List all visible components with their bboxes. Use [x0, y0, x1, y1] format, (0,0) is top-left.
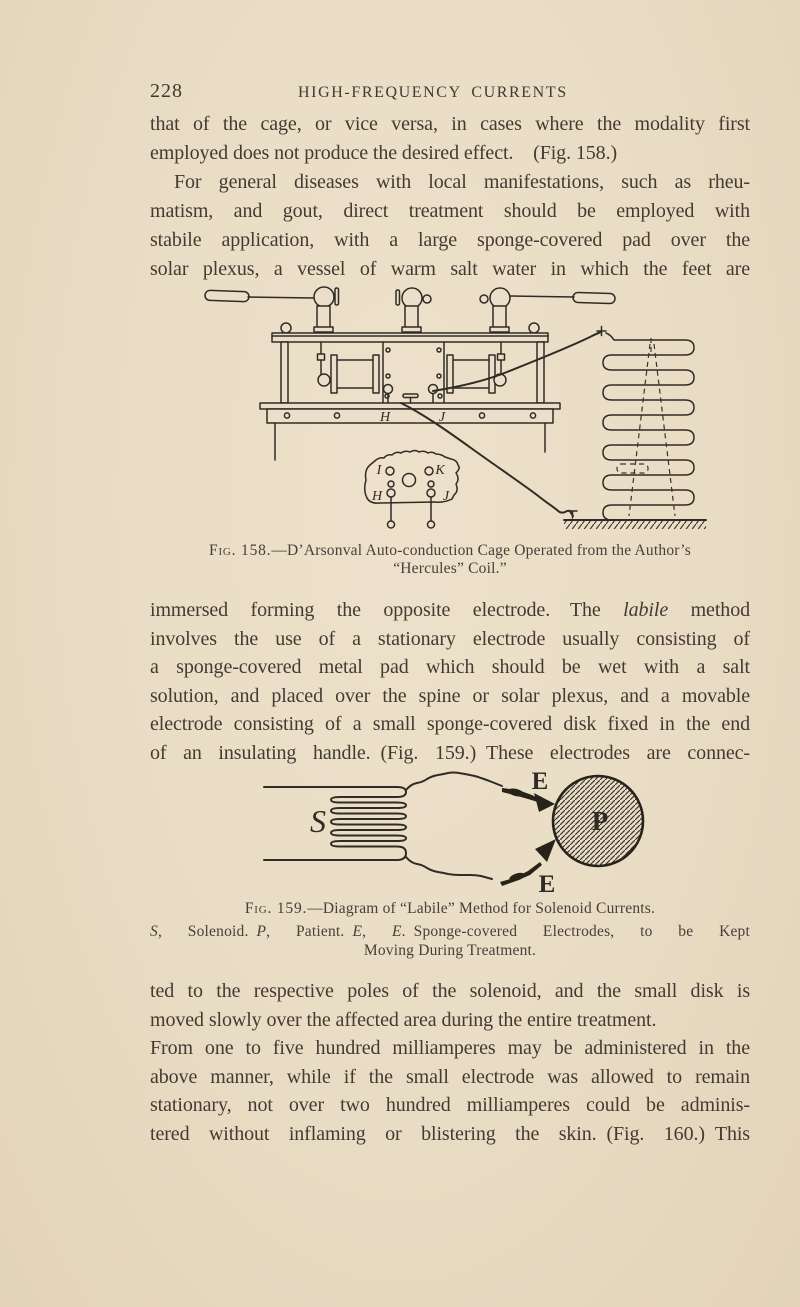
text-line: electrode consisting of a small sponge-c…: [150, 713, 750, 735]
wavy-wire-top: [405, 771, 503, 791]
binding-posts: [382, 383, 439, 404]
figure-158-illustration: H J: [204, 286, 707, 529]
cage-coil: [602, 332, 695, 521]
electrode-top: [502, 788, 555, 812]
fig159-electrode-label-bottom: E: [539, 871, 556, 898]
text-line: that of the cage, or vice versa, in case…: [150, 113, 750, 135]
paragraph-block-3: ted to the respective poles of the solen…: [150, 977, 750, 1148]
fig158-caption-line2: “Hercules” Coil.”: [393, 560, 507, 577]
fig158-sketch-label-h: H: [371, 489, 383, 504]
fig159-caption-line1: Fig. 159.—Diagram of “Labile” Method for…: [244, 900, 656, 917]
fig158-sketch-label-i: I: [376, 463, 383, 478]
wire-to-ground: [400, 402, 574, 517]
fig158-sketch-label-k: K: [434, 463, 445, 478]
ground-hatch: [563, 519, 707, 529]
top-rail: [271, 322, 549, 343]
fig159-patient-label: P: [592, 806, 609, 836]
terminal-sketch: I K H J: [363, 449, 460, 529]
text-line: From one to five hundred milliamperes ma…: [150, 1037, 750, 1059]
text-line: of an insulating handle. (Fig. 159.) The…: [150, 741, 750, 764]
induction-coils: [316, 341, 507, 394]
fig159-electrode-label-top: E: [532, 768, 549, 795]
text-line: involves the use of a stationary electro…: [150, 627, 750, 650]
text-line: above manner, while if the small electro…: [150, 1065, 750, 1088]
running-title: HIGH-FREQUENCY CURRENTS: [298, 84, 568, 101]
text-line: moved slowly over the affected area duri…: [150, 1008, 657, 1031]
text-line: For general diseases with local manifest…: [174, 171, 750, 193]
text-line: solution, and placed over the spine or s…: [150, 684, 750, 707]
patient-circle: P: [551, 774, 645, 868]
cage-occupant-dashed-outline: [616, 338, 676, 517]
figure-159-illustration: S E E P: [263, 768, 645, 898]
fig158-caption-line1: Fig. 158.—D’Arsonval Auto-conduction Cag…: [209, 542, 691, 559]
base-platform: H J: [259, 402, 561, 461]
fig159-solenoid-label: S: [310, 803, 326, 839]
plus-terminal: [596, 325, 607, 337]
fig158-sketch-label-j: J: [443, 489, 450, 504]
wire-to-cage: [432, 331, 602, 392]
text-line: ted to the respective poles of the solen…: [150, 980, 750, 1002]
text-line: stabile application, with a large sponge…: [150, 229, 750, 251]
paragraph-block-2: immersed forming the opposite electrode.…: [150, 596, 750, 767]
text-line: a sponge-covered metal pad which should …: [150, 656, 750, 678]
text-line: matism, and gout, direct treatment shoul…: [150, 200, 750, 222]
spark-gap-assembly: [204, 286, 616, 333]
text-line: tered without inflaming or blistering th…: [150, 1122, 750, 1145]
fig159-legend-line2: Moving During Treatment.: [363, 942, 537, 959]
text-line: employed does not produce the desired ef…: [150, 142, 618, 164]
paragraph-block-1: that of the cage, or vice versa, in case…: [150, 110, 750, 284]
page-number: 228: [150, 80, 183, 102]
solenoid-coil: [263, 786, 407, 861]
fig158-terminal-label-j: J: [439, 410, 446, 425]
text-line: stationary, not over two hundred milliam…: [150, 1094, 750, 1116]
wavy-wire-bottom: [405, 856, 493, 880]
text-line: immersed forming the opposite electrode.…: [150, 599, 750, 621]
ground-terminal: [567, 510, 578, 519]
electrode-bottom: [500, 839, 556, 886]
fig159-legend-line1: S, Solenoid. P, Patient. E, E. Sponge-co…: [150, 923, 750, 940]
fig158-terminal-label-h: H: [379, 410, 391, 425]
text-line: solar plexus, a vessel of warm salt wate…: [150, 258, 750, 280]
